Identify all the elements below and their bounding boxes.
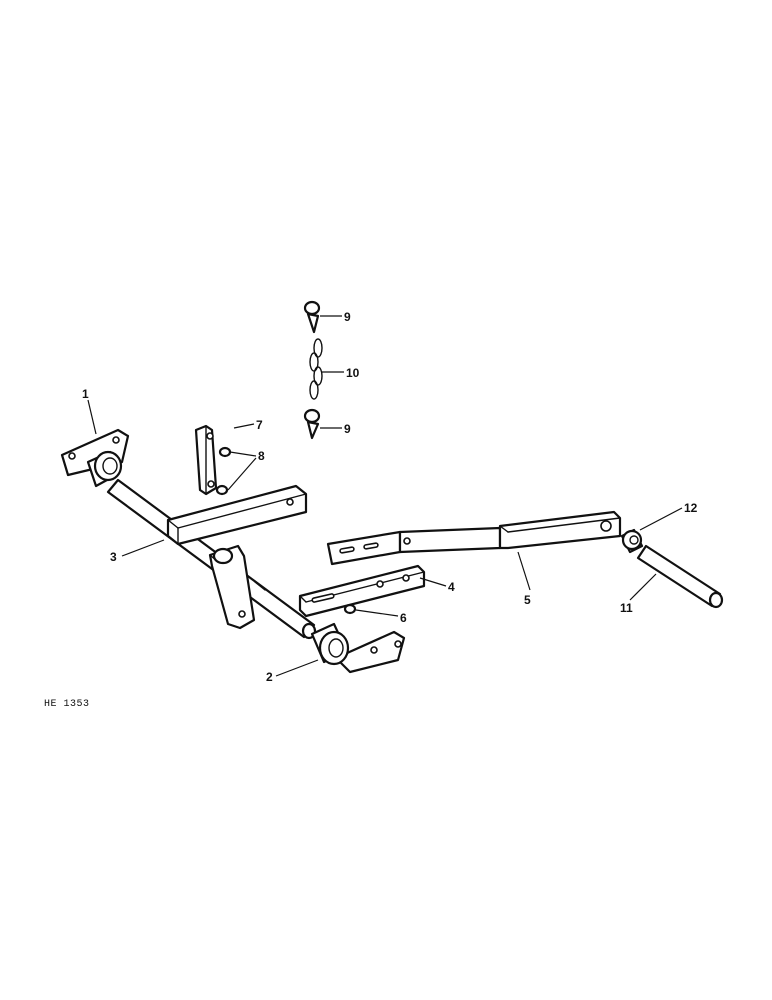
part-7-link-plate (194, 424, 218, 496)
part-5-bent-bars (398, 510, 622, 554)
part-11-pin (636, 544, 724, 609)
callout-6: 6 (400, 611, 407, 625)
callout-2: 2 (266, 670, 273, 684)
part-2-mounting-bracket (310, 622, 406, 674)
callout-5: 5 (524, 593, 531, 607)
part-3-arm (166, 484, 308, 546)
part-8-nuts (215, 446, 232, 496)
callout-8: 8 (258, 449, 265, 463)
figure-reference-code: HE 1353 (44, 699, 90, 710)
part-4-slotted-bars (298, 530, 426, 618)
part-6-nut (343, 603, 357, 615)
part-12-bushing (620, 528, 644, 554)
callout-1: 1 (82, 387, 89, 401)
callout-7: 7 (256, 418, 263, 432)
callout-11: 11 (620, 601, 633, 615)
callout-12: 12 (684, 501, 698, 515)
drop-arm (208, 544, 256, 630)
leader-lines (87, 315, 683, 677)
callout-9-bottom: 9 (344, 422, 351, 436)
callout-labels: 1 3 2 7 8 9 10 9 4 6 5 12 11 (82, 310, 698, 684)
chain-assembly (303, 300, 323, 440)
callout-9-top: 9 (344, 310, 351, 324)
callout-4: 4 (448, 580, 455, 594)
part-1-mounting-bracket (60, 428, 130, 488)
callout-3: 3 (110, 550, 117, 564)
callout-10: 10 (346, 366, 360, 380)
